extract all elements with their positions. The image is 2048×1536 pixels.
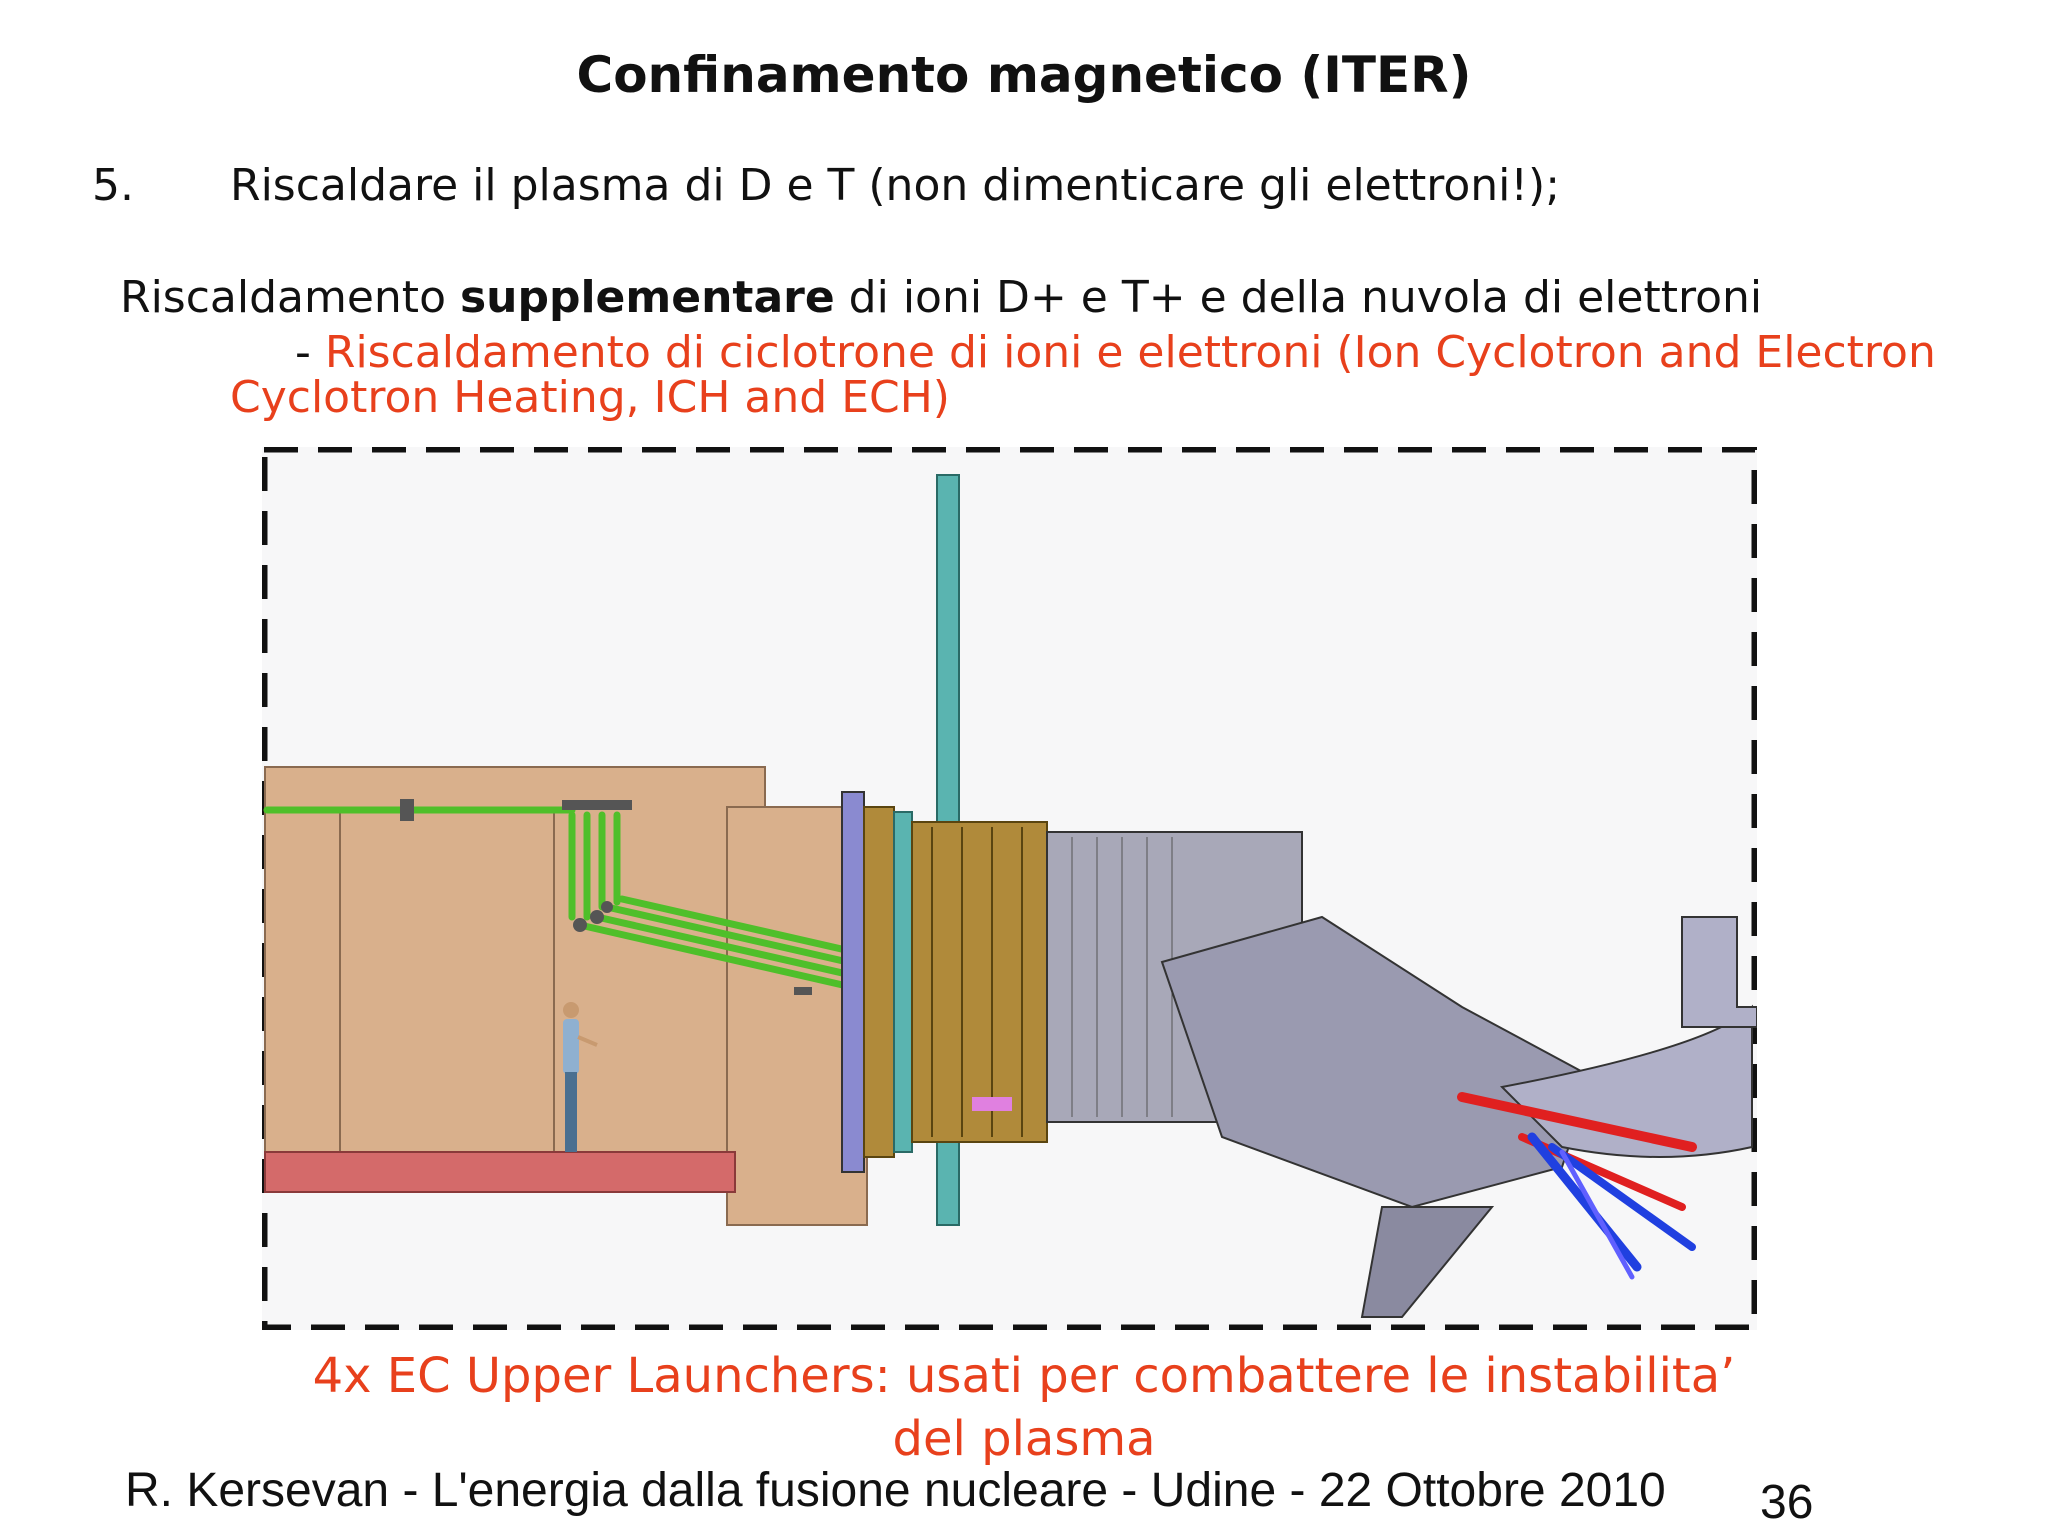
bullet-text-1: Riscaldamento di ciclotrone di ioni e el… [324, 327, 1936, 378]
list-item-number: 5. [92, 160, 134, 211]
slide-title: Confinamento magnetico (ITER) [576, 46, 1472, 104]
section-subtitle: Riscaldamento supplementare di ioni D+ e… [120, 272, 1762, 323]
ec-beams [1457, 1092, 1697, 1280]
bullet-dash: - [295, 327, 325, 378]
figure-caption-line-2: del plasma [892, 1411, 1156, 1467]
bullet-text-2: Cyclotron Heating, ICH and ECH) [230, 372, 950, 423]
launcher-body [1046, 831, 1594, 1318]
floor-slab [264, 1151, 736, 1193]
ec-upper-launcher-diagram [262, 447, 1757, 1330]
building [264, 766, 868, 1226]
slide-page-number: 36 [1760, 1476, 1814, 1529]
bellows [911, 821, 1048, 1143]
subtitle-lead: Riscaldamento [120, 272, 460, 323]
person-figure-icon [563, 1002, 598, 1152]
subtitle-bold: supplementare [459, 272, 835, 323]
bullet-line-1: - Riscaldamento di ciclotrone di ioni e … [295, 327, 1936, 378]
building-wall [264, 766, 766, 1183]
list-item-text: Riscaldare il plasma di D e T (non dimen… [230, 160, 1561, 211]
subtitle-rest: di ioni D+ e T+ e della nuvola di elettr… [834, 272, 1763, 323]
slide-footer: R. Kersevan - L'energia dalla fusione nu… [125, 1464, 1666, 1517]
figure-caption-line-1: 4x EC Upper Launchers: usati per combatt… [312, 1348, 1736, 1404]
